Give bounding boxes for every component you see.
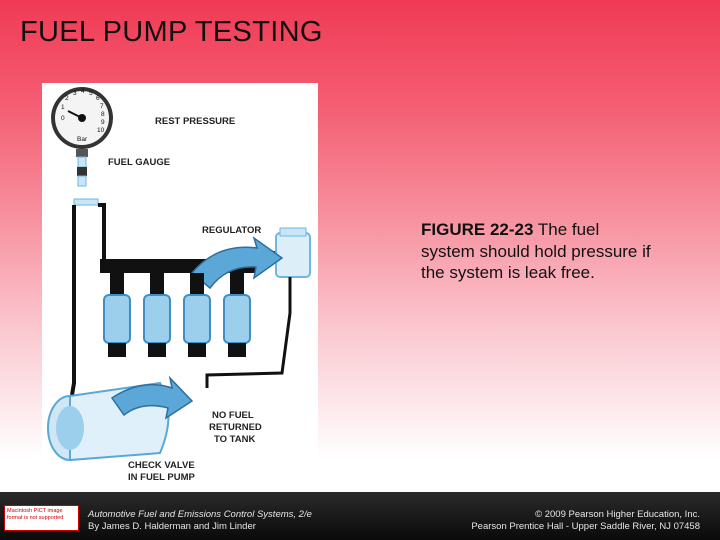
- footer-book-info: Automotive Fuel and Emissions Control Sy…: [88, 509, 312, 533]
- figure-caption: FIGURE 22-23 The fuel system should hold…: [421, 219, 651, 284]
- gauge-number: 5: [89, 90, 93, 97]
- fuel-gauge-label: FUEL GAUGE: [108, 157, 170, 168]
- gauge-number: 2: [65, 95, 69, 102]
- no-fuel-label: NO FUEL: [212, 410, 254, 421]
- gauge-number: 0: [61, 115, 65, 122]
- gauge-number: 3: [73, 90, 77, 97]
- regulator: [205, 227, 311, 388]
- caption-text: The fuel system should hold pressure if …: [421, 220, 651, 282]
- check-valve-label: CHECK VALVE: [128, 460, 195, 471]
- gauge-unit: Bar: [77, 136, 88, 143]
- footer-bar: [0, 492, 720, 540]
- publisher-logo: Macintosh PICT image format is not suppo…: [4, 505, 79, 531]
- gauge-number: 8: [101, 111, 105, 118]
- gauge-number: 6: [96, 95, 100, 102]
- copyright-text: © 2009 Pearson Higher Education, Inc.: [535, 509, 700, 520]
- rest-pressure-label: REST PRESSURE: [155, 116, 235, 127]
- gauge-number: 9: [101, 119, 105, 126]
- fuel-system-diagram: 0 1 2 3 4 5 6 7 8 9 10 Bar: [42, 83, 318, 480]
- gauge-number: 1: [61, 104, 65, 111]
- publisher-text: Pearson Prentice Hall - Upper Saddle Riv…: [471, 521, 700, 532]
- regulator-label: REGULATOR: [202, 225, 261, 236]
- gauge-number: 10: [97, 127, 105, 134]
- gauge-number: 7: [100, 103, 104, 110]
- no-fuel-label: TO TANK: [214, 434, 255, 445]
- flow-arrow-icon: [190, 236, 284, 290]
- gauge-number: 4: [81, 88, 85, 95]
- check-valve-label: IN FUEL PUMP: [128, 472, 196, 480]
- slide-title: FUEL PUMP TESTING: [20, 16, 323, 48]
- fuel-injectors: [103, 273, 251, 357]
- footer-copyright: © 2009 Pearson Higher Education, Inc. Pe…: [471, 509, 700, 533]
- figure-number: FIGURE 22-23: [421, 220, 534, 239]
- no-fuel-label: RETURNED: [209, 422, 262, 433]
- book-authors: By James D. Halderman and Jim Linder: [88, 521, 256, 532]
- book-title: Automotive Fuel and Emissions Control Sy…: [88, 509, 312, 520]
- check-valve-arrow-icon: [110, 375, 194, 420]
- pressure-gauge: 0 1 2 3 4 5 6 7 8 9 10 Bar: [51, 87, 113, 149]
